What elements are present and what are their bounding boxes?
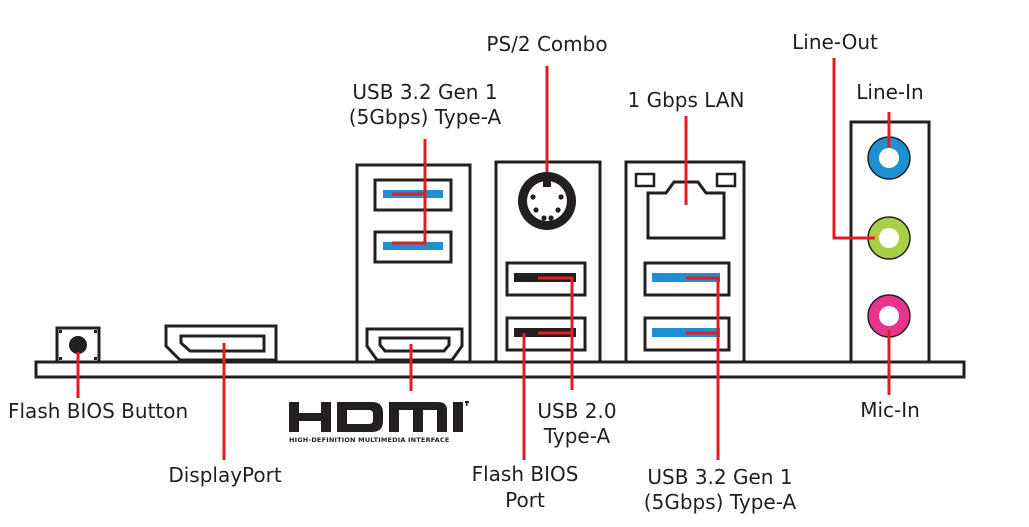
displayport-label: DisplayPort	[168, 463, 282, 487]
leader-usb32-bot	[686, 276, 720, 460]
usb32-bot-label-line1: USB 3.2 Gen 1	[647, 465, 793, 489]
flash-bios-button-label: Flash BIOS Button	[8, 399, 189, 423]
leader-lines	[76, 58, 891, 460]
hdmi-logo-tagline: HIGH-DEFINITION MULTIMEDIA INTERFACE	[289, 436, 450, 444]
ps2-combo-label: PS/2 Combo	[486, 32, 608, 56]
usb32-top-label-line1: USB 3.2 Gen 1	[352, 80, 498, 104]
flash-bios-port-label-line2: Port	[505, 488, 545, 512]
usb32-top-label-line2: (5Gbps) Type-A	[348, 105, 502, 129]
leader-usb32-top	[392, 139, 427, 245]
usb32-port-blue	[383, 242, 443, 250]
usb20-label-line1: USB 2.0	[537, 399, 617, 423]
io-panel-baseplate	[34, 360, 966, 379]
usb20-label-line2: Type-A	[543, 424, 611, 448]
leader-line-out	[832, 58, 875, 240]
audio-jack-stack	[849, 120, 931, 364]
usb32-bot-label-line2: (5Gbps) Type-A	[643, 490, 797, 514]
mic-in-label: Mic-In	[860, 398, 920, 422]
line-in-jack	[867, 136, 911, 180]
ps2-port	[518, 172, 576, 230]
mic-in-jack	[867, 294, 911, 338]
lan-label: 1 Gbps LAN	[627, 88, 745, 112]
line-in-label: Line-In	[856, 80, 924, 104]
lan-port	[634, 172, 737, 240]
line-out-jack	[867, 216, 911, 260]
displayport-connector	[164, 324, 278, 362]
hdmi-connector	[365, 327, 464, 362]
hdmi-logo	[289, 401, 469, 432]
line-out-label: Line-Out	[792, 30, 878, 54]
flash-bios-port-label-line1: Flash BIOS	[471, 462, 579, 486]
leader-usb20	[538, 276, 574, 390]
